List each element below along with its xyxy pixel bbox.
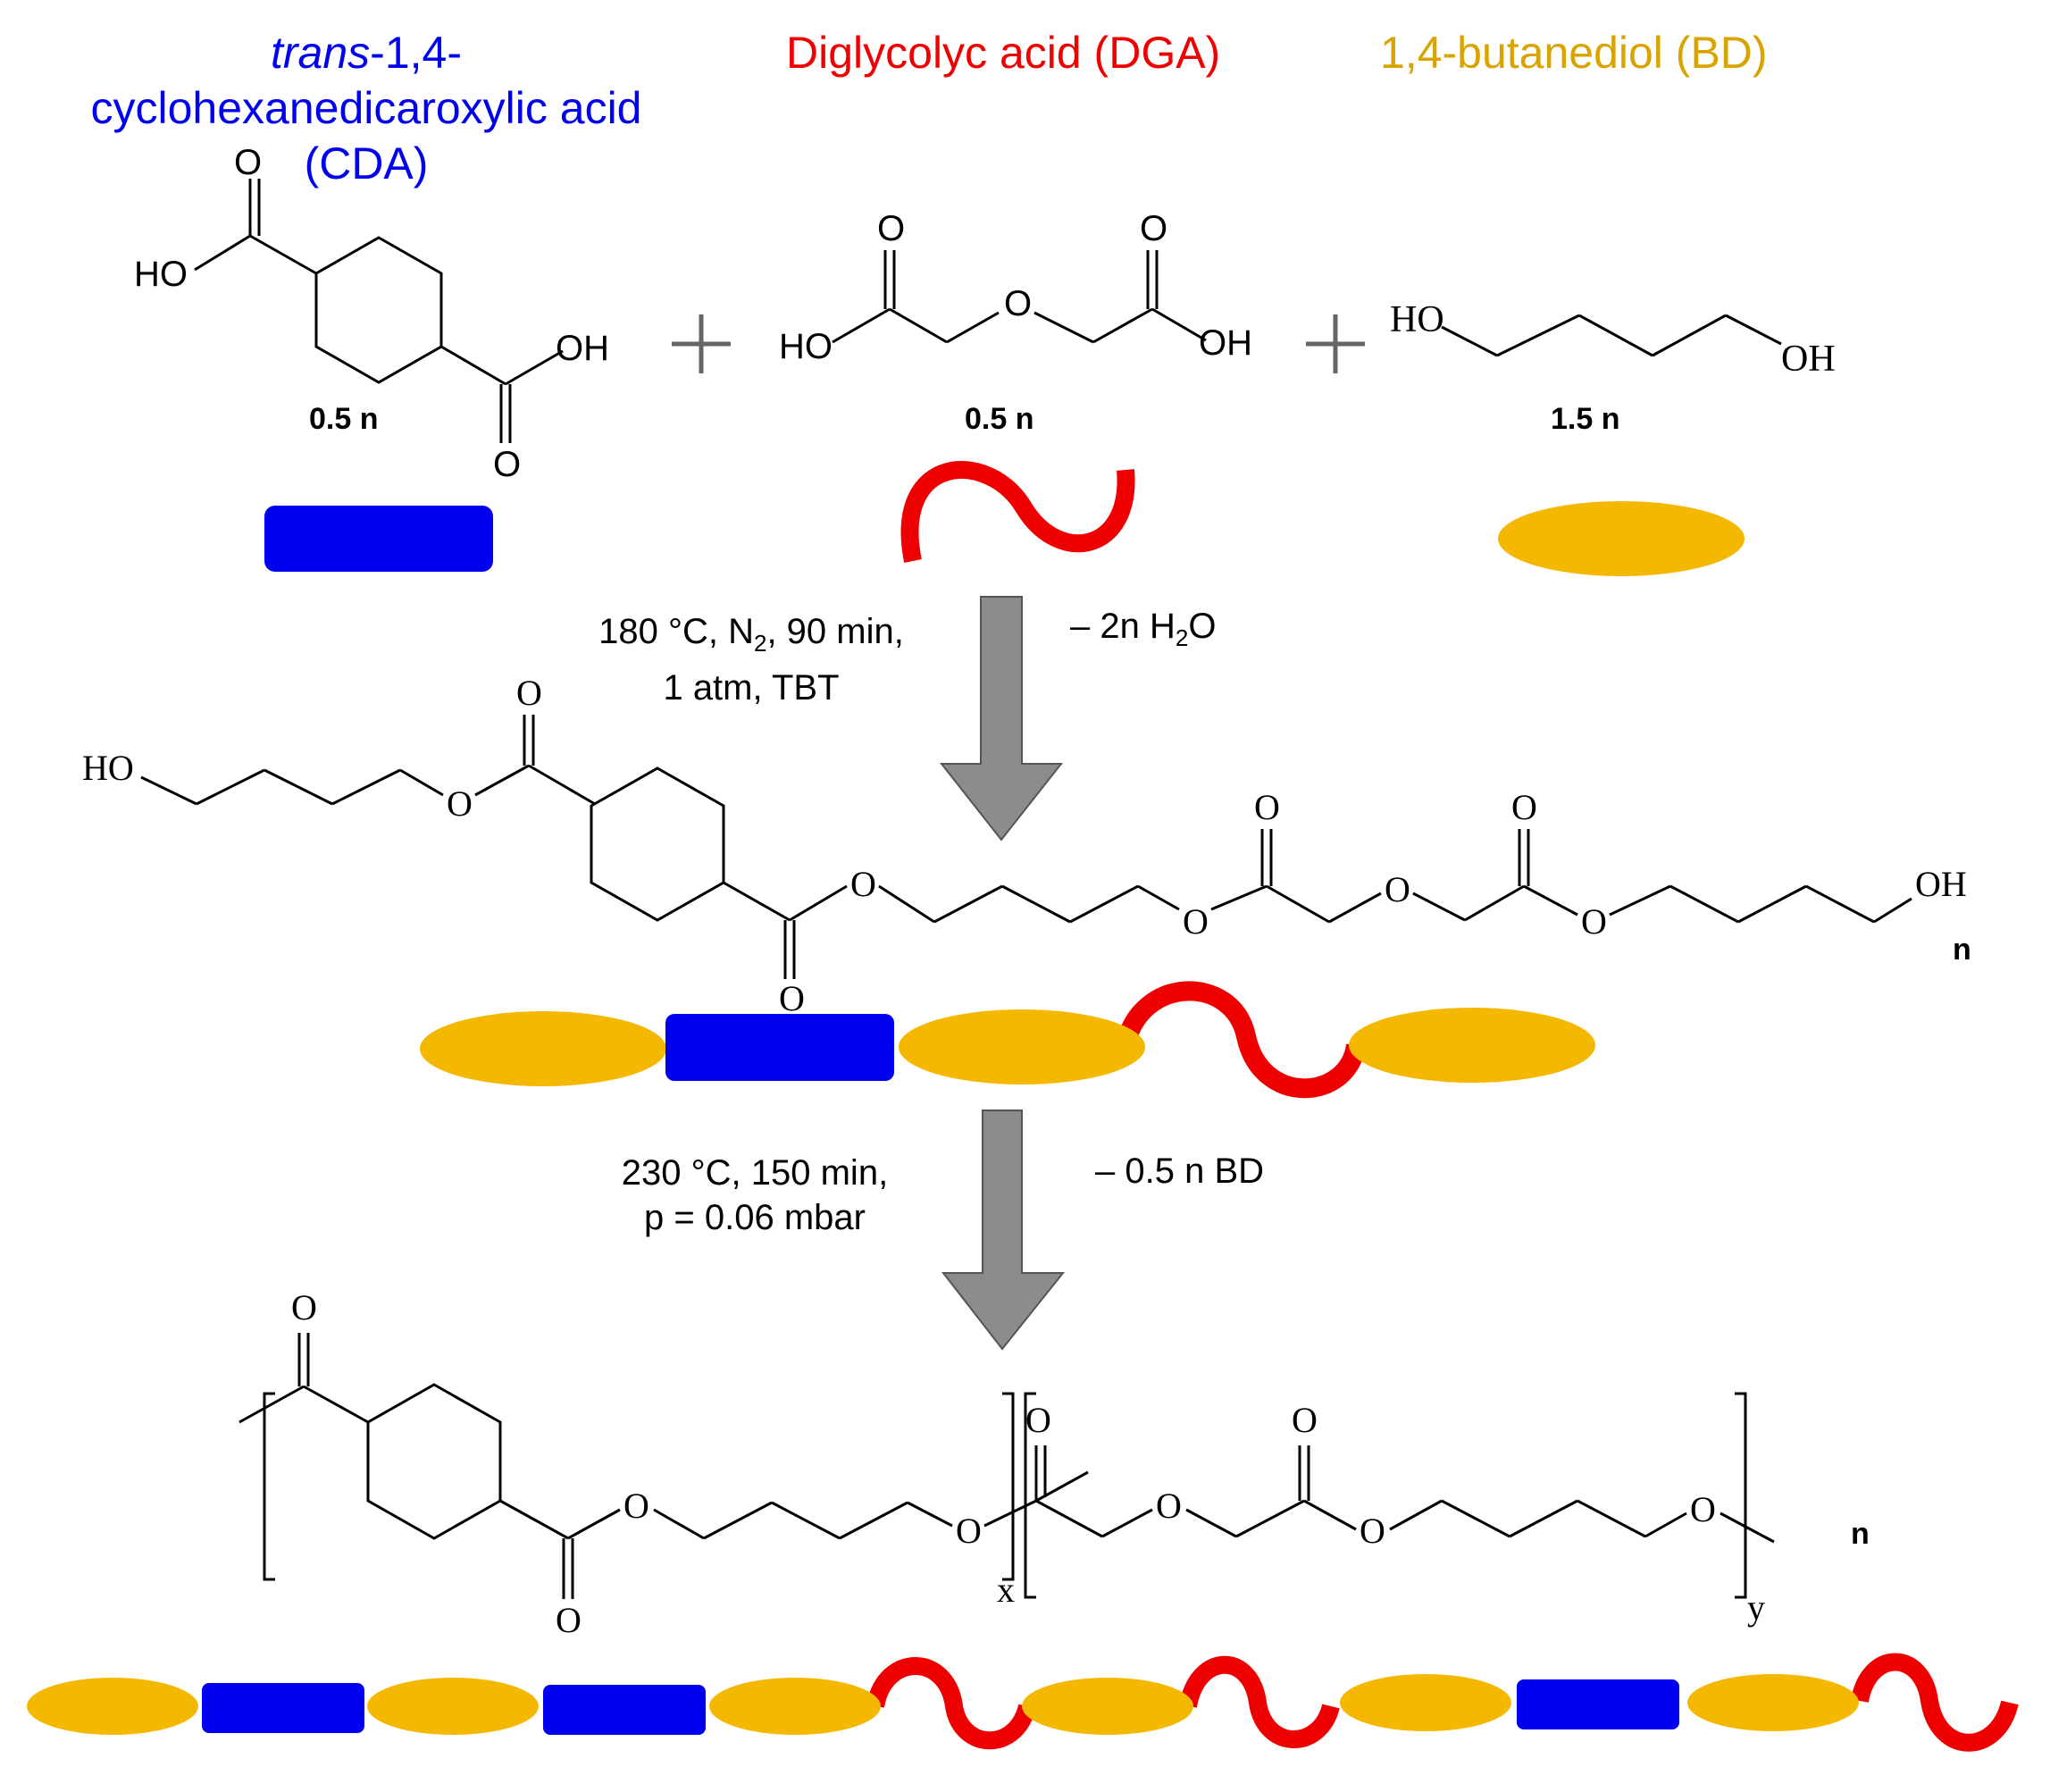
step1-byproduct-suffix: O bbox=[1188, 607, 1217, 646]
poly-subscript-x: x bbox=[997, 1570, 1015, 1610]
int-ester-o-2: O bbox=[850, 864, 876, 904]
intermediate-cda-block bbox=[665, 1014, 894, 1081]
cda-coefficient: 0.5 n bbox=[309, 402, 379, 436]
step1-byproduct-sub: 2 bbox=[1175, 624, 1189, 651]
copolymer-bd-ellipse-2 bbox=[367, 1678, 539, 1735]
copolymer-bd-ellipse-1 bbox=[27, 1678, 198, 1735]
poly-carbonyl-o-1: O bbox=[291, 1287, 317, 1327]
copolymer-cda-block-1 bbox=[202, 1683, 364, 1733]
poly-ester-o-2: O bbox=[956, 1511, 982, 1551]
int-ester-o-4: O bbox=[1581, 901, 1607, 942]
dga-ho-label: HO bbox=[779, 327, 833, 366]
cda-name-line2: cyclohexanedicaroxylic acid bbox=[90, 83, 642, 133]
dga-coefficient: 0.5 n bbox=[965, 402, 1034, 436]
copolymer-dga-wave-1 bbox=[866, 1657, 1036, 1750]
step2-conditions: 230 °C, 150 min, p = 0.06 mbar bbox=[590, 1151, 920, 1240]
copolymer-dga-wave-2 bbox=[1179, 1655, 1340, 1748]
int-carbonyl-o-2: O bbox=[779, 978, 805, 1018]
int-repeat-n: n bbox=[1953, 933, 1971, 967]
copolymer-bd-ellipse-4 bbox=[1022, 1678, 1193, 1735]
cda-oh-label: OH bbox=[556, 329, 609, 368]
intermediate-bd-ellipse-2 bbox=[899, 1009, 1145, 1084]
copolymer-bd-ellipse-3 bbox=[709, 1678, 881, 1735]
intermediate-bd-ellipse-3 bbox=[1349, 1008, 1595, 1083]
poly-ether-o: O bbox=[1156, 1486, 1182, 1526]
cda-name-line3: (CDA) bbox=[304, 138, 429, 188]
step1-byproduct-prefix: – 2n H bbox=[1070, 607, 1176, 646]
cda-ho-label: HO bbox=[134, 255, 188, 294]
dga-wave-symbol bbox=[900, 461, 1135, 563]
dga-oh-label: OH bbox=[1199, 323, 1252, 363]
dga-ether-o: O bbox=[1004, 284, 1033, 323]
intermediate-structure bbox=[140, 715, 1912, 979]
step2-conditions-line2: p = 0.06 mbar bbox=[644, 1198, 866, 1237]
cda-structure bbox=[194, 179, 564, 443]
step1-conditions-sub: 2 bbox=[753, 630, 767, 657]
poly-carbonyl-o-4: O bbox=[1292, 1400, 1318, 1440]
int-ester-o-3: O bbox=[1183, 901, 1209, 942]
cda-carbonyl-o-bottom: O bbox=[493, 445, 522, 484]
plus-sign-2 bbox=[1306, 314, 1365, 373]
cda-name: trans-1,4- cyclohexanedicaroxylic acid (… bbox=[89, 25, 643, 191]
step1-conditions-a: 180 °C, N bbox=[598, 612, 754, 651]
poly-ester-o-4: O bbox=[1690, 1489, 1716, 1529]
copolymer-cartoon bbox=[27, 1653, 2019, 1752]
bd-ho-label: HO bbox=[1390, 299, 1444, 340]
int-carbonyl-o-4: O bbox=[1511, 787, 1537, 827]
bd-coefficient: 1.5 n bbox=[1551, 402, 1620, 436]
copolymer-structure bbox=[238, 1333, 1775, 1599]
cda-block-symbol bbox=[264, 506, 493, 572]
copolymer-dga-wave-3 bbox=[1851, 1653, 2019, 1752]
int-oh-label: OH bbox=[1915, 864, 1967, 904]
copolymer-bd-ellipse-6 bbox=[1687, 1674, 1859, 1731]
bd-name: 1,4-butanediol (BD) bbox=[1380, 28, 1768, 78]
cda-name-rest: -1,4- bbox=[370, 28, 462, 78]
reaction-arrow-1 bbox=[939, 596, 1064, 842]
poly-subscript-y: y bbox=[1747, 1587, 1765, 1628]
cda-name-italic: trans bbox=[271, 28, 371, 78]
plus-sign-1 bbox=[672, 314, 731, 373]
step1-conditions-b: , 90 min, bbox=[766, 612, 904, 651]
step1-conditions: 180 °C, N2, 90 min, 1 atm, TBT bbox=[568, 609, 934, 710]
int-ho-label: HO bbox=[82, 748, 134, 788]
copolymer-cda-block-2 bbox=[543, 1685, 706, 1735]
int-ester-o-1: O bbox=[447, 783, 473, 824]
dga-name: Diglycolyc acid (DGA) bbox=[786, 28, 1221, 78]
poly-ester-o-1: O bbox=[623, 1486, 649, 1526]
intermediate-dga-wave bbox=[1116, 981, 1366, 1099]
poly-repeat-n: n bbox=[1851, 1517, 1870, 1551]
step1-byproduct: – 2n H2O bbox=[1070, 604, 1216, 660]
poly-carbonyl-o-2: O bbox=[556, 1600, 582, 1640]
poly-carbonyl-o-3: O bbox=[1025, 1400, 1051, 1440]
int-carbonyl-o-3: O bbox=[1254, 787, 1280, 827]
dga-structure bbox=[832, 250, 1207, 344]
copolymer-bd-ellipse-5 bbox=[1340, 1674, 1511, 1731]
dga-carbonyl-o-left: O bbox=[877, 209, 906, 248]
step2-conditions-line1: 230 °C, 150 min, bbox=[621, 1153, 889, 1193]
int-ether-o: O bbox=[1385, 869, 1410, 909]
dga-carbonyl-o-right: O bbox=[1140, 209, 1168, 248]
copolymer-cda-block-3 bbox=[1517, 1679, 1679, 1729]
int-carbonyl-o-1: O bbox=[516, 673, 542, 713]
bd-structure bbox=[1441, 314, 1782, 357]
step1-conditions-line2: 1 atm, TBT bbox=[663, 668, 840, 708]
bd-oh-label: OH bbox=[1781, 339, 1836, 380]
intermediate-bd-ellipse-1 bbox=[420, 1011, 666, 1086]
intermediate-cartoon bbox=[420, 981, 1595, 1099]
step2-byproduct: – 0.5 n BD bbox=[1095, 1151, 1265, 1191]
poly-ester-o-3: O bbox=[1360, 1511, 1385, 1551]
bd-ellipse-symbol bbox=[1498, 501, 1745, 576]
cda-carbonyl-o-top: O bbox=[234, 143, 263, 182]
reaction-arrow-2 bbox=[941, 1110, 1066, 1351]
